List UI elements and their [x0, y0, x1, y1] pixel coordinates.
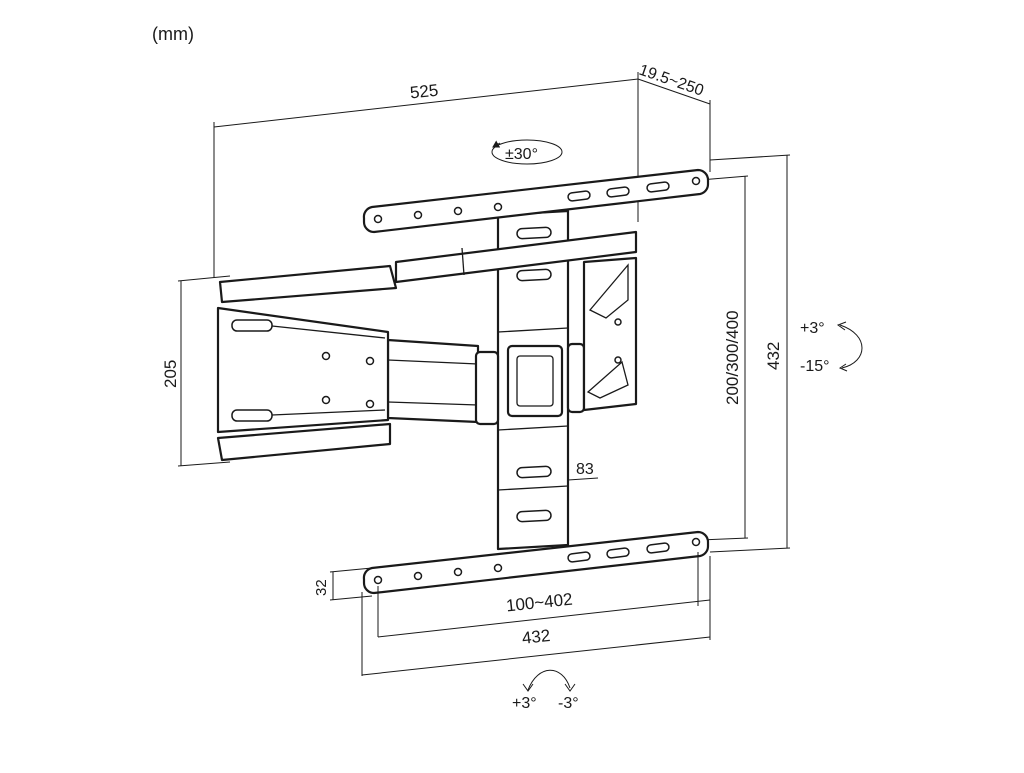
wall-plate [216, 306, 390, 434]
dim-depth: 19.5~250 [637, 62, 711, 172]
dim-wall-plate-label: 205 [161, 360, 180, 388]
tilt-down-label: -15° [800, 358, 830, 375]
dim-slot-offset-label: 83 [576, 461, 594, 478]
level-indicator: +3° -3° [512, 669, 579, 712]
tilt-up-label: +3° [800, 320, 825, 337]
top-rail [362, 168, 710, 234]
dim-rail-height: 32 [313, 567, 373, 601]
dim-width-total-label: 525 [409, 81, 439, 103]
dim-depth-label: 19.5~250 [637, 62, 706, 100]
level-plus-label: +3° [512, 695, 537, 712]
swivel-indicator: ±30° [491, 139, 563, 165]
swivel-label: ±30° [505, 146, 538, 163]
level-minus-label: -3° [558, 695, 579, 712]
units-label: (mm) [152, 24, 194, 44]
dim-rail-length-label: 432 [521, 626, 551, 648]
dim-width-total: 525 [213, 72, 639, 278]
wall-plate-top [218, 264, 398, 304]
dim-horizontal-spacing-label: 100~402 [505, 590, 573, 616]
dim-rail-height-label: 32 [313, 579, 330, 596]
dim-vertical-spacing-label: 200/300/400 [723, 310, 742, 405]
mount-bracket [216, 168, 710, 595]
bottom-rail [362, 530, 710, 595]
wall-plate-bottom [216, 422, 392, 462]
dim-vertical: 200/300/400 432 [699, 154, 791, 553]
tilt-indicator: +3° -15° [800, 320, 863, 375]
dim-height-total-label: 432 [764, 342, 783, 370]
dim-slot-offset: 83 [567, 461, 599, 481]
dim-wall-plate: 205 [161, 275, 231, 467]
